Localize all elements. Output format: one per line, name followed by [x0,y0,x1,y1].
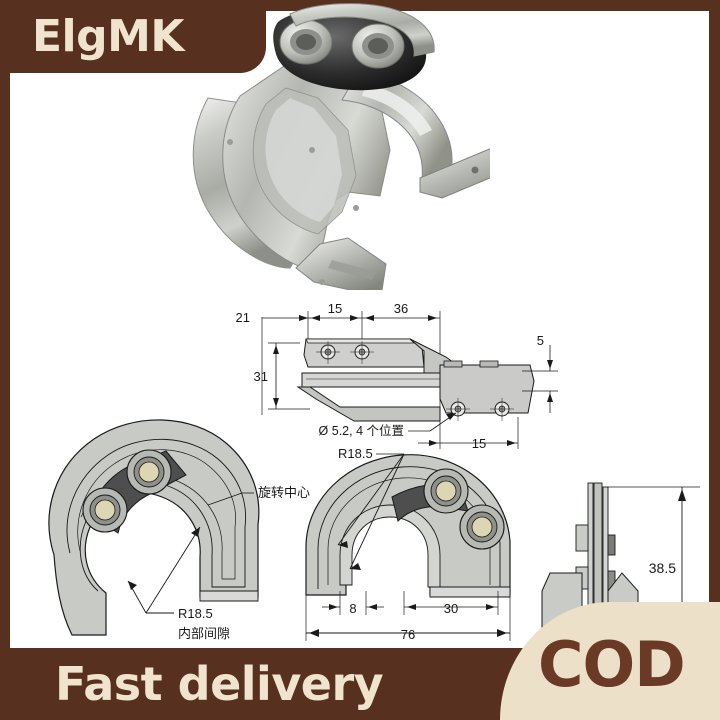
side-elevation-view: 21 15 36 31 [236,301,558,451]
dim-21: 21 [236,310,250,325]
dim-15-top: 15 [328,301,342,316]
brand-name: ElgMK [32,10,185,62]
hinge-recess-highlight [265,98,342,222]
closed-position-plan-view: R18.5 8 30 [305,446,511,642]
pivot-boss-right-core [368,38,388,54]
tab-b [479,360,499,368]
pivot-boss-left-core [296,34,316,50]
radius-label-left: R18.5 [178,606,213,621]
upper-leaf-edge [305,338,415,344]
open-position-plan-view: R18.5 内部间隙 旋转中心 [48,419,310,641]
plate-dimple-4 [319,279,325,285]
open-bearing-2-inner [94,499,116,521]
plate-dimple-3 [353,205,359,211]
open-base-strip [199,590,259,602]
right-mount-block [439,364,535,414]
plate-dimple-2 [309,147,315,153]
dim-8: 8 [349,601,356,616]
plate-dimple-1 [227,139,233,145]
dim-5: 5 [537,333,544,348]
tab-a [443,360,463,368]
hinge-mounting-flange [419,148,490,199]
cod-label: COD [538,628,686,701]
open-outer-body [48,419,260,636]
clearance-note: 内部间隙 [178,626,230,641]
dim-30: 30 [444,601,458,616]
closed-bearing-1-inner [435,480,457,502]
flange-hole-1 [471,166,479,174]
product-photo [90,0,490,290]
end-lug-left [575,524,589,552]
closed-bearing-2-inner [471,516,493,538]
open-bearing-1-inner [138,461,160,483]
radius-label-mid: R18.5 [338,446,373,461]
fast-delivery-label: Fast delivery [55,657,384,711]
dim-76: 76 [401,627,415,642]
dim-31: 31 [254,369,268,384]
dim-36: 36 [394,301,408,316]
dim-38-5: 38.5 [649,560,676,576]
hinge-leg-slot [328,260,376,280]
end-lug-right [607,534,616,556]
hinge-arm-highlight [362,84,432,136]
rotation-center-note: 旋转中心 [258,485,310,500]
lower-leaf [296,386,441,422]
technical-drawing: 21 15 36 31 [10,295,710,650]
brand-banner: ElgMK [0,0,266,73]
hole-note: Ø 5.2, 4 个位置 [319,423,404,438]
hinge-top-cap [289,3,435,57]
end-plate-2 [593,482,603,650]
dim-15-bottom: 15 [472,436,486,451]
